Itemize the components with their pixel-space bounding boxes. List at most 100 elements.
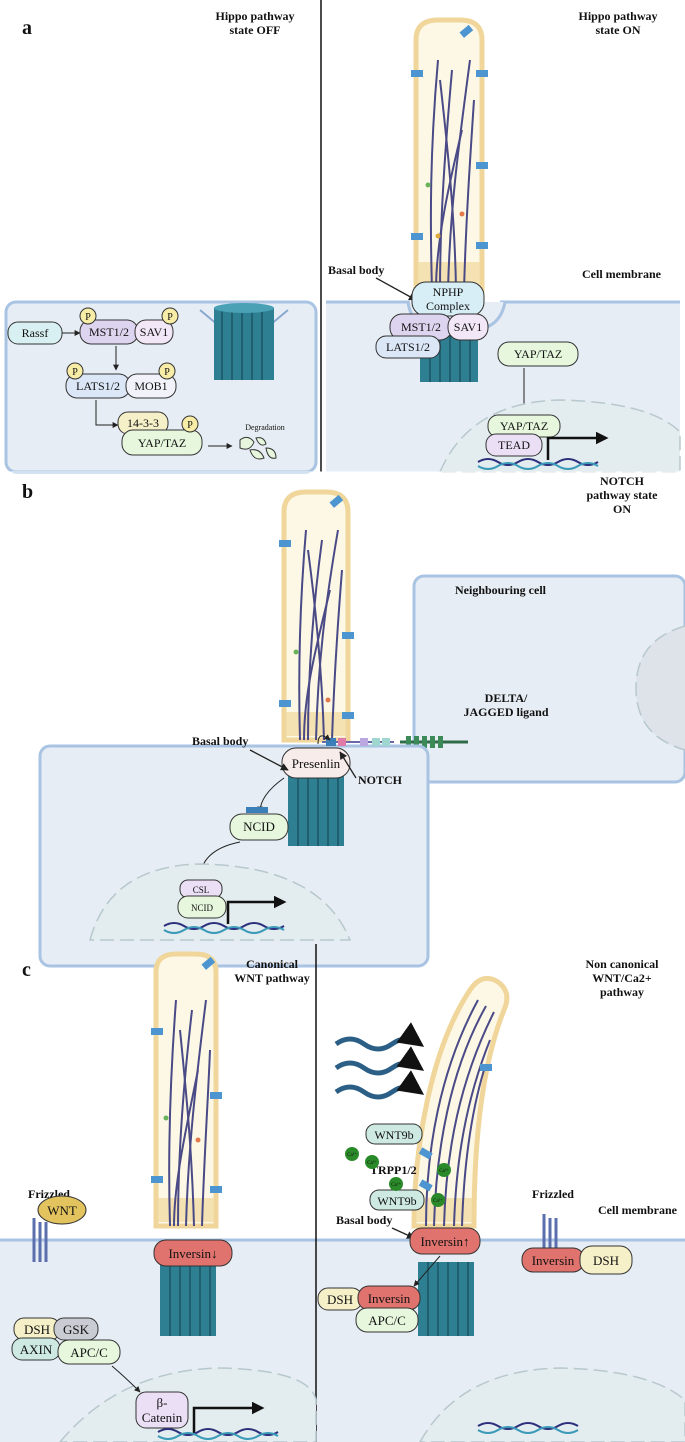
nphp-label-1: NPHP (433, 285, 464, 299)
canonical-title-2: WNT pathway (234, 971, 309, 985)
phospho-mst (79, 307, 97, 325)
tead-box (485, 433, 543, 457)
hippo-off-title-1: Hippo pathway (215, 9, 294, 23)
dsh-box-right (579, 1245, 633, 1275)
phospho-sav (161, 307, 179, 325)
trpp-label: TRPP1/2 (370, 1163, 417, 1177)
yaptaz-label-off: YAP/TAZ (138, 436, 186, 450)
apcc-box-left (57, 1339, 121, 1365)
canonical-title-1: Canonical (246, 957, 299, 971)
notch-title-2: pathway state (587, 488, 659, 502)
yaptaz-nuc-label: YAP/TAZ (500, 419, 548, 433)
dna-a-2 (477, 462, 599, 470)
sav-box-on (447, 313, 489, 341)
basal-body-off (199, 303, 289, 380)
notch-arrow (339, 751, 357, 779)
frizzled-receptor-left-icon (32, 1218, 48, 1262)
cilium-b (279, 489, 354, 743)
panel-a: a Hippo pathway state OFF Hippo pathway … (4, 0, 681, 474)
svg-text:Ca²⁺: Ca²⁺ (347, 1152, 357, 1158)
sav-box-off (134, 319, 174, 345)
lats-label-off: LATS1/2 (76, 379, 120, 393)
phospho-mob (158, 362, 176, 380)
dna-c-right-1 (477, 1422, 579, 1430)
dsh-label-right: DSH (593, 1253, 619, 1268)
calcium-ion-1 (345, 1147, 359, 1161)
apcc-box-right (355, 1307, 419, 1333)
sav-label-off: SAV1 (140, 325, 168, 339)
basal-body-c-right (418, 1262, 474, 1336)
hippo-on-title-1: Hippo pathway (578, 9, 657, 23)
cell-membrane-label-a: Cell membrane (582, 267, 662, 281)
noncanonical-title-1: Non canonical (585, 957, 659, 971)
degradation-label: Degradation (245, 423, 285, 432)
mst-label-off: MST1/2 (89, 325, 129, 339)
cilium-on (411, 17, 488, 293)
notch-title-1: NOTCH (600, 474, 645, 488)
lats-to-yap-arrow (95, 400, 119, 428)
calcium-ion-5 (431, 1193, 445, 1207)
panel-b: b NOTCH pathway state ON Neighbouring ce… (22, 474, 685, 968)
beta-catenin-box (135, 1391, 189, 1429)
basal-body-arrow-a (375, 277, 417, 301)
dna-c-left-1 (157, 1428, 279, 1436)
wnt9b-label-1: WNT9b (374, 1128, 413, 1142)
frizzled-label-right: Frizzled (532, 1187, 574, 1201)
noncanonical-title-2: WNT/Ca2+ (592, 971, 652, 985)
basal-body-arrow-b (249, 749, 289, 771)
ligand-label-1: DELTA/ (485, 691, 528, 705)
delta-jagged-ligand-icon (400, 736, 468, 748)
transcription-arrow-a (546, 431, 609, 460)
svg-text:P: P (72, 367, 78, 378)
svg-text:Ca²⁺: Ca²⁺ (439, 1168, 449, 1174)
yaptaz-label-on: YAP/TAZ (514, 347, 562, 361)
flow-waves-icon (334, 1022, 425, 1100)
dna-c-right-2 (477, 1426, 579, 1434)
hippo-on-title-2: state ON (596, 23, 641, 37)
panel-c-letter: c (22, 959, 31, 981)
basal-body-label-c: Basal body (336, 1213, 392, 1227)
basal-body-b (288, 772, 344, 846)
lats-box-on (375, 335, 441, 359)
calcium-ions: Ca²⁺ Ca²⁺ Ca²⁺ Ca²⁺ Ca²⁺ (345, 1147, 451, 1207)
ncid-label: NCID (243, 819, 275, 834)
presenilin-label: Presenlin (292, 756, 341, 771)
dna-b-1 (163, 922, 285, 930)
phospho-lats (66, 362, 84, 380)
dsh-label-left: DSH (24, 1322, 50, 1337)
axin-label: AXIN (20, 1342, 53, 1357)
presenilin-box (281, 747, 351, 779)
beta-catenin-label-2: Catenin (142, 1410, 183, 1425)
ligand-label-2: JAGGED ligand (463, 705, 548, 719)
ncid-fragment-icon (246, 807, 268, 813)
cleavage-arrow (317, 734, 331, 745)
wnt9b-box-1 (365, 1123, 423, 1145)
panel-c: c Canonical WNT pathway Non canonical WN… (0, 944, 685, 1442)
transcription-arrow-b (226, 895, 287, 924)
neighbouring-label: Neighbouring cell (455, 583, 547, 597)
mob-box (125, 373, 177, 399)
phospho-yap (181, 415, 199, 433)
ncid-box (229, 813, 289, 841)
ncid-nuc-label: NCID (191, 903, 213, 913)
hippo-off-title-2: state OFF (230, 23, 281, 37)
notch-receptor-icon (322, 738, 394, 746)
wnt9b-label-2: WNT9b (377, 1194, 416, 1208)
rassf-label: Rassf (22, 326, 49, 340)
mob-label: MOB1 (134, 379, 167, 393)
frizzled-receptor-right-icon (542, 1214, 558, 1252)
dna-c-left-2 (157, 1432, 279, 1440)
cell-membrane-label-c: Cell membrane (598, 1203, 678, 1217)
notch-label: NOTCH (358, 773, 403, 787)
basal-body-c-left (160, 1262, 216, 1336)
inversin-label-mid: Inversin (368, 1291, 411, 1306)
notch-title-3: ON (613, 502, 631, 516)
yaptaz-box-off (121, 429, 203, 456)
nphp-label-2: Complex (426, 299, 470, 313)
wnt-ligand-left (37, 1195, 87, 1225)
wnt-label-left: WNT (47, 1203, 77, 1218)
nphp-complex-box (411, 281, 485, 317)
trpp-channel-2-icon (418, 1179, 433, 1192)
neighbouring-cell (412, 574, 685, 784)
dna-b-2 (163, 926, 285, 934)
